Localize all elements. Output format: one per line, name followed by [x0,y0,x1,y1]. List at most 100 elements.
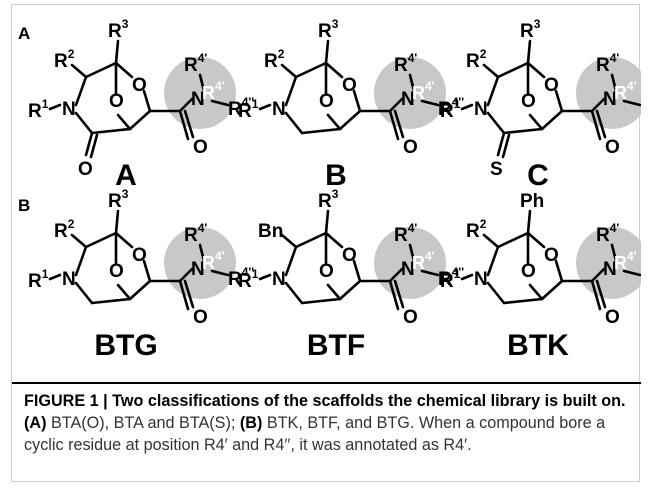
substituent-r3: R3 [318,17,339,42]
bond-r2 [70,233,88,249]
substituent-r4-prime-superscript: 4' [198,51,208,65]
bond-bridgehead-o [324,61,344,79]
ring-nitrogen: N [474,269,488,290]
substituent-r4-double-prime-superscript: 4'' [452,265,465,279]
bond-ring-carbonyl-2 [89,133,99,159]
bond-r3 [526,39,532,65]
substituent-r2-letter: R [466,51,480,72]
bond-o-c [352,89,362,113]
bond-r3 [114,209,120,235]
substituent-r3-superscript: 3 [122,187,129,201]
bond-r4pp [622,269,641,277]
substituent-r4-double-prime: R4'' [228,265,254,290]
bond-lower-ring [300,297,342,305]
bond-lower-ring [90,297,132,305]
scaffold-name: BTG [94,329,157,362]
bond-bridgehead-o [114,231,134,249]
bond-r4pp [210,269,230,277]
substituent-r4-prime: R4' [184,221,207,246]
ring-oxygen: O [132,245,147,266]
substituent-r4-prime-superscript: 4' [610,221,620,235]
bond-bridgehead-o [526,61,546,79]
bond-carbonyl-1 [388,109,400,141]
bond-ring-n-c2 [74,245,88,277]
bond-lower-ring [300,127,342,135]
bond-r2 [70,63,88,79]
substituent-r1: R1 [440,97,461,122]
substituent-r4-double-prime-letter: R [228,269,242,290]
bond-r2 [482,63,500,79]
circle-r4-prime-letter: R [412,83,425,103]
bond-r1 [258,273,272,281]
ring-oxygen: O [544,245,559,266]
bond-n-c5 [486,281,506,305]
bond-c-c [338,109,362,131]
substituent-r4-prime-letter: R [596,225,610,246]
substituent-r2-letter: R [54,51,68,72]
bond-ring-c2-bridgehead [496,231,530,249]
circle-r4-prime-letter: R [202,83,215,103]
amide-oxygen: O [605,137,620,158]
substituent-r4-prime-letter: R [596,55,610,76]
amide-nitrogen: N [603,259,617,280]
substituent-r2-letter: R [54,221,68,242]
bond-amide-n [590,267,606,283]
substituent-r1-superscript: 1 [42,267,49,281]
bond-r4p [408,243,416,263]
substituent-r4-prime-letter: R [394,225,408,246]
bond-r1 [460,103,474,111]
bond-r3 [324,209,330,235]
bridge-oxygen: O [319,261,334,282]
ring-oxygen: O [342,75,357,96]
substituent-r2-superscript: 2 [480,217,487,231]
bond-bridge-down [528,113,544,131]
panel-label-b: B [18,196,30,215]
substituent-r3-superscript: 3 [332,17,339,31]
substituent-r4-double-prime-letter: R [640,99,641,120]
caption-part-a-label: (A) [24,414,47,432]
bond-r2 [280,233,298,249]
bond-carbonyl-2 [183,109,195,139]
substituent-r3-superscript: 3 [534,17,541,31]
bond-c-c [128,279,152,301]
bond-bridge-down [326,283,342,301]
bond-r1 [460,273,474,281]
ring-oxygen: O [544,75,559,96]
circle-r4-prime-letter: R [202,253,215,273]
circle-r4-prime-superscript: 4' [627,249,637,263]
caption-part-a-text: BTA(O), BTA and BTA(S); [46,414,240,432]
substituent-r4-prime-letter: R [184,55,198,76]
amide-oxygen: O [605,307,620,328]
substituent-r3-letter: R [108,21,122,42]
bond-carbonyl-2 [595,279,607,309]
ring-carbonyl-atom: O [78,159,93,180]
substituent-r4-double-prime-superscript: 4'' [242,265,255,279]
substituent-r2: R2 [54,217,75,242]
substituent-r4-double-prime: R4'' [640,95,641,120]
bond-lower-ring [90,127,132,135]
circle-r4-prime: R4' [412,249,435,273]
bridge-oxygen: O [521,261,536,282]
scaffold-name: BTK [507,329,569,362]
amide-nitrogen: N [191,259,205,280]
bond-r1 [258,103,272,111]
bond-bridgehead-o [526,231,546,249]
substituent-r2-superscript: 2 [278,47,285,61]
scaffold-name: BTF [307,329,365,362]
bond-n-c5 [486,111,506,135]
bond-carbonyl-1 [178,279,190,311]
caption-rule [12,382,641,384]
bond-bridge-down [116,113,132,131]
substituent-r1: R1 [28,267,49,292]
substituent-r3-letter: R [318,191,332,212]
bond-ring-carbonyl-1 [84,131,94,157]
bond-r4p [610,73,618,93]
substituent-r1: R1 [238,97,259,122]
bond-r4p [198,73,206,93]
substituent-r2-superscript: 2 [68,217,75,231]
ring-nitrogen: N [62,269,76,290]
bond-r1 [48,273,62,281]
substituent-r4-double-prime-superscript: 4'' [452,95,465,109]
circle-r4-prime-superscript: 4' [215,79,225,93]
